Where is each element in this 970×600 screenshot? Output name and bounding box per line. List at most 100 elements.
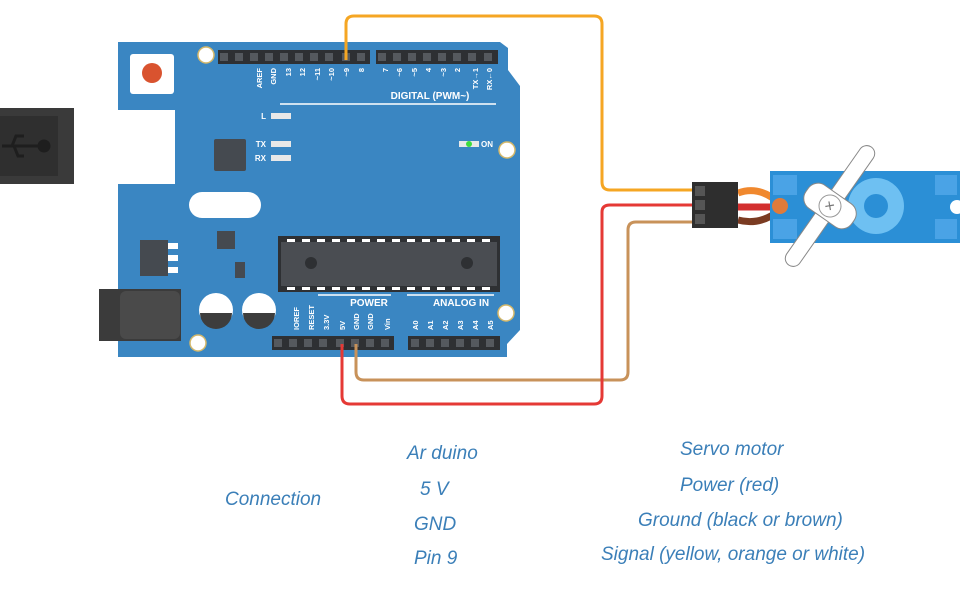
pin-label: Vin (383, 318, 392, 330)
header-pin[interactable] (468, 53, 476, 61)
wire-ground[interactable] (354, 220, 698, 382)
mounting-hole (197, 46, 215, 64)
chip-pin (392, 287, 400, 290)
pin-label: A2 (441, 320, 450, 330)
servo-motor: ✕ (692, 145, 964, 267)
pin-label: GND (352, 313, 361, 330)
servo-connector (692, 182, 738, 228)
header-pin[interactable] (220, 53, 228, 61)
header-pin[interactable] (471, 339, 479, 347)
header-pin[interactable] (351, 339, 359, 347)
led-rx-label: RX (255, 154, 267, 163)
pin-label: RX←0 (485, 68, 494, 90)
led-rx (271, 155, 291, 161)
caption-arduino-gnd: GND (414, 514, 457, 535)
chip-pin (482, 287, 490, 290)
caption-servo-signal: Signal (yellow, orange or white) (601, 544, 866, 565)
chip-pin (437, 239, 445, 242)
pin-label: ~3 (439, 68, 448, 77)
header-pin[interactable] (357, 53, 365, 61)
led-on (459, 141, 479, 147)
pin-label: A3 (456, 320, 465, 330)
header-pin[interactable] (423, 53, 431, 61)
caption-servo-ground: Ground (black or brown) (638, 510, 843, 531)
mounting-hole (498, 141, 516, 159)
digital-header-label: DIGITAL (PWM~) (391, 91, 470, 102)
header-pin[interactable] (411, 339, 419, 347)
pin-label: ~10 (327, 68, 336, 81)
header-pin[interactable] (319, 339, 327, 347)
led-l-label: L (261, 112, 266, 121)
pin-label: ~11 (313, 68, 322, 80)
pin-label: 3.3V (322, 315, 331, 330)
header-pin[interactable] (456, 339, 464, 347)
chip-pin (482, 239, 490, 242)
pin-label: ~6 (395, 68, 404, 77)
pin-label: 2 (453, 68, 462, 72)
caption-arduino-5v: 5 V (420, 479, 449, 500)
usb-icon (2, 134, 51, 158)
servo-horn: ✕ (784, 145, 876, 267)
chip-pin (347, 287, 355, 290)
header-pin[interactable] (393, 53, 401, 61)
header-pin[interactable] (304, 339, 312, 347)
led-on-label: ON (481, 140, 493, 149)
header-pin[interactable] (378, 53, 386, 61)
chip-pin (452, 239, 460, 242)
header-pin[interactable] (325, 53, 333, 61)
small-ic (235, 262, 245, 278)
header-pin[interactable] (235, 53, 243, 61)
header-pin[interactable] (426, 339, 434, 347)
caption-servo-header: Servo motor (680, 439, 784, 460)
caption-arduino-pin9: Pin 9 (414, 548, 458, 569)
header-pin[interactable] (438, 53, 446, 61)
chip-pin (422, 239, 430, 242)
power-header (272, 336, 394, 350)
pin-label: A1 (426, 320, 435, 330)
chip-pin (332, 287, 340, 290)
pin-label: GND (269, 67, 278, 84)
pin-label: A4 (471, 320, 480, 330)
chip-pin (377, 287, 385, 290)
chip-pin (452, 287, 460, 290)
wire-signal[interactable] (344, 14, 698, 192)
header-pin[interactable] (441, 339, 449, 347)
header-pin[interactable] (486, 339, 494, 347)
pin-label: GND (366, 313, 375, 330)
header-pin[interactable] (280, 53, 288, 61)
pin-label: ~9 (342, 68, 351, 77)
led-tx (271, 141, 291, 147)
capacitor (199, 293, 233, 329)
usb-chip (214, 139, 246, 171)
chip-pin (287, 239, 295, 242)
chip-pin (362, 239, 370, 242)
header-pin[interactable] (310, 53, 318, 61)
header-pin[interactable] (250, 53, 258, 61)
header-pin[interactable] (366, 339, 374, 347)
caption-arduino-header: Ar duino (407, 443, 478, 464)
pin-label: TX→1 (471, 68, 480, 89)
mounting-hole (497, 304, 515, 322)
chip-pin (302, 287, 310, 290)
header-pin[interactable] (289, 339, 297, 347)
reset-button[interactable] (130, 54, 174, 94)
chip-pin (407, 287, 415, 290)
chip-pin (437, 287, 445, 290)
header-pin[interactable] (484, 53, 492, 61)
led-l (271, 113, 291, 119)
led-tx-label: TX (256, 140, 267, 149)
pin-label: 12 (298, 68, 307, 76)
header-pin[interactable] (453, 53, 461, 61)
header-pin[interactable] (295, 53, 303, 61)
chip-pin (467, 239, 475, 242)
power-header-label: POWER (350, 298, 389, 309)
pin-label: AREF (255, 68, 264, 89)
header-pin[interactable] (265, 53, 273, 61)
chip-pin (302, 239, 310, 242)
wire-power[interactable] (340, 203, 698, 406)
header-pin[interactable] (336, 339, 344, 347)
header-pin[interactable] (408, 53, 416, 61)
header-pin[interactable] (274, 339, 282, 347)
header-pin[interactable] (381, 339, 389, 347)
